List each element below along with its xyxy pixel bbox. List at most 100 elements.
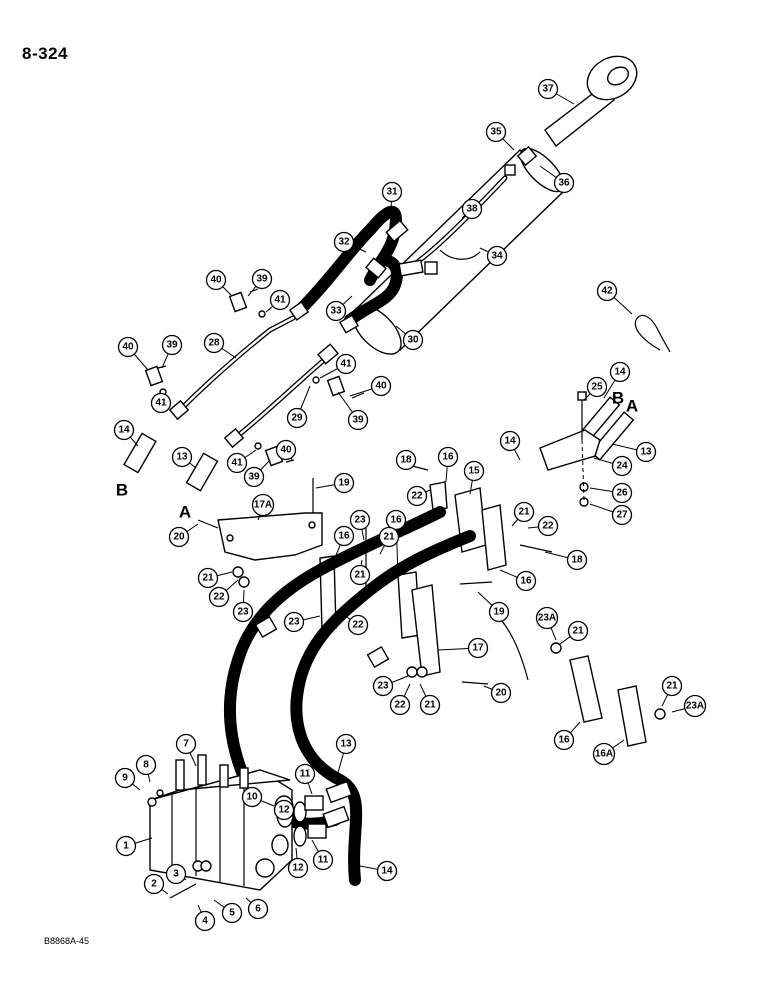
svg-text:42: 42: [601, 286, 613, 297]
callout-21: 21: [567, 620, 589, 642]
callout-21: 21: [349, 564, 371, 586]
svg-text:9: 9: [122, 773, 128, 784]
svg-text:24: 24: [616, 461, 628, 472]
callout-14: 14: [609, 361, 631, 383]
callout-21: 21: [197, 567, 219, 589]
svg-text:2: 2: [151, 879, 157, 890]
callout-20: 20: [168, 526, 190, 548]
callout-17: 17: [467, 637, 489, 659]
callout-23a: 23A: [535, 606, 559, 630]
page-number: 8-324: [22, 44, 68, 63]
callout-40: 40: [205, 269, 227, 291]
ref-letter-a-right: A: [626, 397, 638, 416]
callout-22: 22: [347, 614, 369, 636]
svg-text:16: 16: [390, 515, 402, 526]
callout-40: 40: [370, 375, 392, 397]
svg-text:3: 3: [173, 869, 179, 880]
svg-text:27: 27: [616, 510, 628, 521]
callout-12: 12: [287, 857, 309, 879]
callout-22: 22: [537, 515, 559, 537]
callout-22: 22: [389, 694, 411, 716]
svg-text:40: 40: [210, 275, 222, 286]
svg-text:41: 41: [155, 398, 167, 409]
svg-text:8: 8: [143, 760, 149, 771]
svg-text:23: 23: [377, 681, 389, 692]
callout-23: 23: [232, 601, 254, 623]
svg-text:10: 10: [246, 792, 258, 803]
callout-25: 25: [586, 376, 608, 398]
svg-text:22: 22: [352, 620, 364, 631]
svg-text:14: 14: [614, 367, 626, 378]
callout-31: 31: [381, 181, 403, 203]
callout-32: 32: [333, 231, 355, 253]
svg-text:25: 25: [591, 382, 603, 393]
callout-40: 40: [117, 336, 139, 358]
callout-13: 13: [335, 733, 357, 755]
callout-16a: 16A: [592, 742, 616, 766]
callout-19: 19: [488, 601, 510, 623]
svg-text:33: 33: [330, 306, 342, 317]
svg-text:34: 34: [491, 251, 503, 262]
svg-text:12: 12: [278, 805, 290, 816]
callout-41: 41: [269, 289, 291, 311]
svg-text:13: 13: [176, 452, 188, 463]
callout-13: 13: [171, 446, 193, 468]
svg-text:21: 21: [572, 626, 584, 637]
svg-text:14: 14: [504, 436, 516, 447]
svg-text:17: 17: [472, 643, 484, 654]
callout-19: 19: [333, 472, 355, 494]
callout-9: 9: [114, 767, 136, 789]
svg-text:40: 40: [375, 381, 387, 392]
svg-text:7: 7: [183, 739, 189, 750]
callout-33: 33: [325, 300, 347, 322]
svg-text:20: 20: [173, 532, 185, 543]
svg-text:21: 21: [383, 532, 395, 543]
hydraulic-cylinder: [352, 55, 638, 355]
svg-text:23: 23: [354, 515, 366, 526]
callout-17a: 17A: [251, 493, 275, 517]
svg-text:39: 39: [166, 340, 178, 351]
svg-text:36: 36: [558, 178, 570, 189]
svg-text:28: 28: [208, 338, 220, 349]
callout-16: 16: [385, 509, 407, 531]
callout-42: 42: [596, 280, 618, 302]
svg-text:23: 23: [288, 617, 300, 628]
callout-41: 41: [150, 392, 172, 414]
svg-text:40: 40: [122, 342, 134, 353]
callout-26: 26: [611, 482, 633, 504]
svg-text:18: 18: [571, 555, 583, 566]
callout-13: 13: [635, 441, 657, 463]
ref-letter-a-left: A: [179, 503, 191, 522]
svg-text:4: 4: [202, 916, 208, 927]
callout-22: 22: [406, 485, 428, 507]
callout-41: 41: [335, 353, 357, 375]
svg-text:41: 41: [274, 295, 286, 306]
svg-text:14: 14: [381, 866, 393, 877]
svg-text:23A: 23A: [538, 613, 556, 624]
callout-14: 14: [113, 419, 135, 441]
callout-21: 21: [513, 501, 535, 523]
callout-39: 39: [161, 334, 183, 356]
callout-18: 18: [395, 449, 417, 471]
callout-39: 39: [243, 466, 265, 488]
svg-text:21: 21: [202, 573, 214, 584]
svg-text:22: 22: [411, 491, 423, 502]
callout-11: 11: [294, 763, 316, 785]
callout-23: 23: [349, 509, 371, 531]
svg-text:39: 39: [256, 274, 268, 285]
svg-text:20: 20: [495, 688, 507, 699]
ref-letter-b-left: B: [116, 481, 128, 500]
callout-8: 8: [135, 754, 157, 776]
callout-7: 7: [175, 733, 197, 755]
callout-23: 23: [283, 611, 305, 633]
callout-20: 20: [490, 682, 512, 704]
callout-39: 39: [347, 409, 369, 431]
svg-text:23: 23: [237, 607, 249, 618]
svg-text:13: 13: [640, 447, 652, 458]
svg-text:21: 21: [666, 681, 678, 692]
svg-text:37: 37: [542, 84, 554, 95]
tube-clamps: [144, 288, 365, 467]
callout-21: 21: [378, 526, 400, 548]
